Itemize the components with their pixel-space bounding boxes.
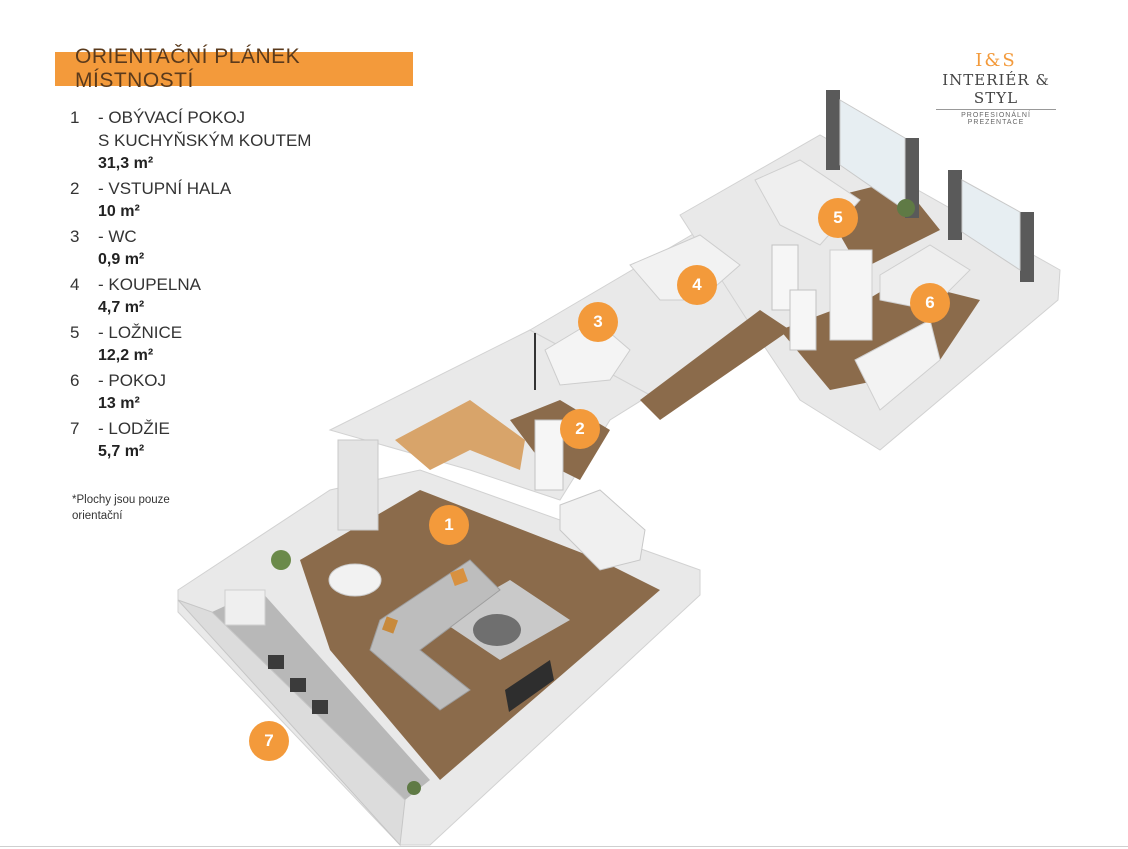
legend-room-name: - VSTUPNÍ HALA	[98, 179, 232, 198]
footer-divider	[0, 846, 1128, 847]
area-disclaimer: *Plochy jsou pouze orientační	[72, 494, 170, 522]
entry-door	[534, 419, 564, 491]
page-title: ORIENTAČNÍ PLÁNEK MÍSTNOSTÍ	[75, 45, 301, 92]
room-legend: 1 - OBÝVACÍ POKOJ S KUCHYŇSKÝM KOUTEM 31…	[70, 106, 311, 465]
room-marker-2: 2	[560, 409, 600, 449]
legend-number: 5	[70, 323, 80, 342]
loggia-floor	[212, 590, 430, 800]
legend-room-name: - POKOJ	[98, 371, 167, 390]
title-banner: ORIENTAČNÍ PLÁNEK MÍSTNOSTÍ	[55, 45, 413, 92]
plant-living	[271, 550, 291, 570]
kitchen-tall-unit	[337, 439, 379, 531]
pillow-2	[381, 616, 399, 634]
logo-monogram: I&S	[975, 50, 1017, 71]
bookshelf	[829, 249, 873, 341]
legend-room-name: - LOŽNICE	[98, 323, 183, 342]
pillow-1	[450, 568, 468, 586]
plant-loggia	[407, 781, 421, 795]
legend-room-area: 5,7 m²	[98, 443, 145, 460]
legend-item: 2 - VSTUPNÍ HALA 10 m²	[70, 177, 311, 223]
wardrobe	[854, 319, 941, 411]
kitchen-counter	[395, 400, 525, 470]
room-marker-5: 5	[818, 198, 858, 238]
legend-item: 6 - POKOJ 13 m²	[70, 369, 311, 415]
legend-room-area: 12,2 m²	[98, 347, 154, 364]
loggia-railing	[177, 599, 406, 847]
tv	[505, 660, 554, 712]
brand-logo: I&S INTERIÉR & STYL PROFESIONÁLNÍ PREZEN…	[922, 50, 1070, 126]
legend-room-name: - LODŽIE	[98, 419, 170, 438]
sofa	[369, 559, 501, 711]
legend-item: 7 - LODŽIE 5,7 m²	[70, 417, 311, 463]
legend-room-name: - OBÝVACÍ POKOJ S KUCHYŇSKÝM KOUTEM	[98, 108, 312, 150]
legend-number: 6	[70, 371, 80, 390]
legend-room-name: - WC	[98, 227, 137, 246]
dining-table	[328, 563, 382, 597]
legend-number: 7	[70, 419, 80, 438]
legend-number: 1	[70, 108, 80, 127]
legend-number: 2	[70, 179, 80, 198]
ac-unit	[224, 589, 266, 626]
legend-number: 3	[70, 227, 80, 246]
legend-room-area: 31,3 m²	[98, 155, 154, 172]
bedroom-door-2	[789, 289, 817, 351]
dresser	[559, 489, 646, 571]
room-marker-6: 6	[910, 283, 950, 323]
room-marker-3: 3	[578, 302, 618, 342]
room-marker-1: 1	[429, 505, 469, 545]
legend-item: 1 - OBÝVACÍ POKOJ S KUCHYŇSKÝM KOUTEM 31…	[70, 106, 311, 175]
legend-room-area: 13 m²	[98, 395, 140, 412]
legend-room-area: 0,9 m²	[98, 251, 145, 268]
room-marker-7: 7	[249, 721, 289, 761]
bed-room	[879, 244, 971, 311]
coffee-table	[473, 614, 521, 646]
legend-room-area: 10 m²	[98, 203, 140, 220]
room-marker-4: 4	[677, 265, 717, 305]
logo-tagline: PROFESIONÁLNÍ PREZENTACE	[936, 109, 1056, 126]
curtains	[826, 90, 1034, 282]
logo-name: INTERIÉR & STYL	[942, 71, 1050, 107]
legend-room-name: - KOUPELNA	[98, 275, 201, 294]
legend-item: 5 - LOŽNICE 12,2 m²	[70, 321, 311, 367]
legend-item: 4 - KOUPELNA 4,7 m²	[70, 273, 311, 319]
loggia-chairs	[268, 655, 328, 714]
plant-bedroom	[897, 199, 915, 217]
legend-room-area: 4,7 m²	[98, 299, 145, 316]
legend-number: 4	[70, 275, 80, 294]
legend-item: 3 - WC 0,9 m²	[70, 225, 311, 271]
